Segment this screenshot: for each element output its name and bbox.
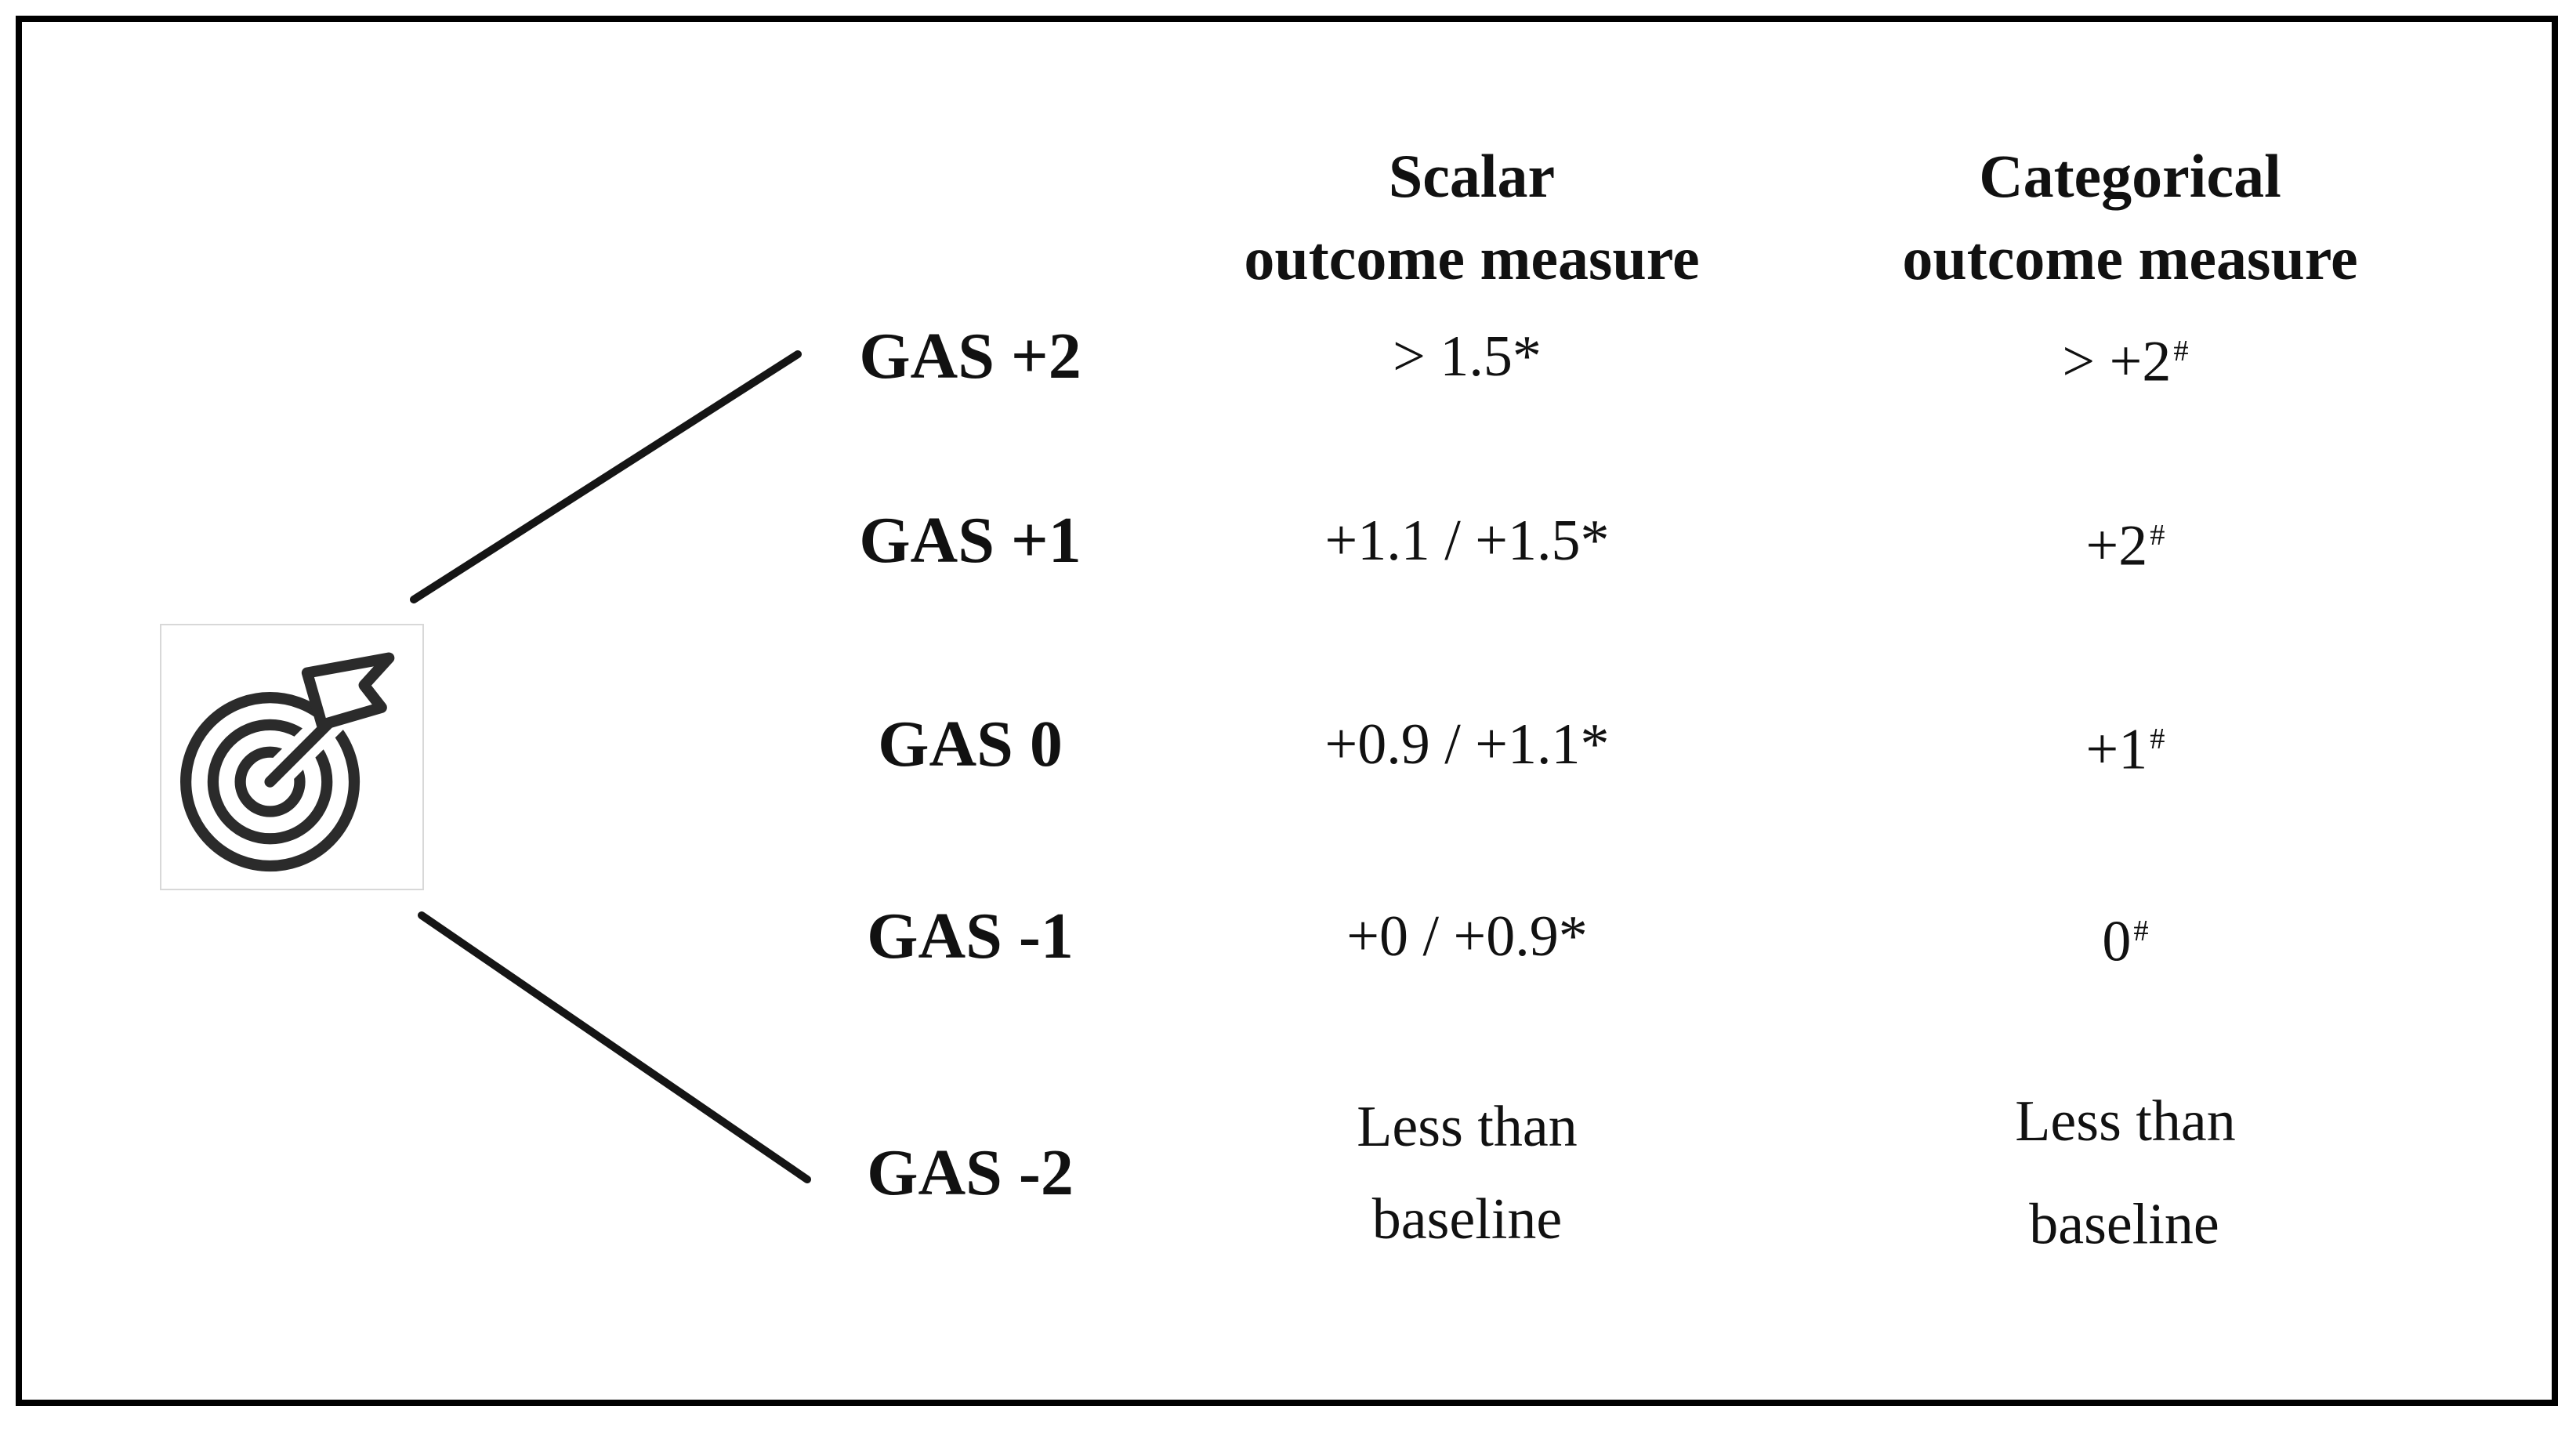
categorical-value: Less than baseline bbox=[2015, 1089, 2236, 1257]
gas-label: GAS -1 bbox=[867, 900, 1074, 973]
categorical-footnote-mark: # bbox=[2150, 723, 2165, 756]
categorical-value: +2# bbox=[2085, 513, 2165, 578]
gas-row: GAS +1 +1.1 / +1.5* +2# bbox=[0, 439, 2576, 643]
categorical-footnote-mark: # bbox=[2173, 335, 2189, 368]
fan-line-top bbox=[410, 350, 802, 603]
gas-row: GAS +2 > 1.5* > +2# bbox=[0, 255, 2576, 458]
categorical-header-line2: outcome measure bbox=[1902, 224, 2358, 292]
scalar-header-line1: Scalar bbox=[1388, 142, 1556, 210]
gas-row: GAS 0 +0.9 / +1.1* +1# bbox=[0, 643, 2576, 846]
gas-label: GAS +2 bbox=[859, 320, 1081, 393]
categorical-value: 0# bbox=[2102, 909, 2149, 974]
scalar-value: Less than baseline bbox=[1357, 1095, 1578, 1252]
fan-line-bottom bbox=[418, 911, 811, 1183]
categorical-header-line1: Categorical bbox=[1979, 142, 2281, 210]
scalar-value: > 1.5* bbox=[1393, 324, 1542, 389]
categorical-value: +1# bbox=[2085, 717, 2165, 782]
target-icon-box bbox=[160, 624, 424, 890]
gas-row: GAS -1 +0 / +0.9* 0# bbox=[0, 835, 2576, 1038]
categorical-header: Categorical outcome measure bbox=[1777, 135, 2483, 299]
scalar-value: +0.9 / +1.1* bbox=[1324, 712, 1610, 777]
gas-label: GAS +1 bbox=[859, 504, 1081, 577]
gas-label: GAS -2 bbox=[867, 1136, 1074, 1209]
scalar-value: +1.1 / +1.5* bbox=[1324, 509, 1610, 573]
figure-border bbox=[16, 16, 2558, 1406]
gas-row: GAS -2 Less than baseline Less than base… bbox=[0, 1071, 2576, 1275]
target-dart-icon bbox=[179, 652, 394, 872]
scalar-header: Scalar outcome measure bbox=[1119, 135, 1824, 299]
categorical-footnote-mark: # bbox=[2150, 519, 2165, 552]
categorical-value: > +2# bbox=[2062, 329, 2189, 394]
scalar-header-line2: outcome measure bbox=[1244, 224, 1700, 292]
gas-label: GAS 0 bbox=[878, 708, 1063, 781]
categorical-footnote-mark: # bbox=[2133, 915, 2149, 948]
scalar-value: +0 / +0.9* bbox=[1346, 904, 1588, 969]
